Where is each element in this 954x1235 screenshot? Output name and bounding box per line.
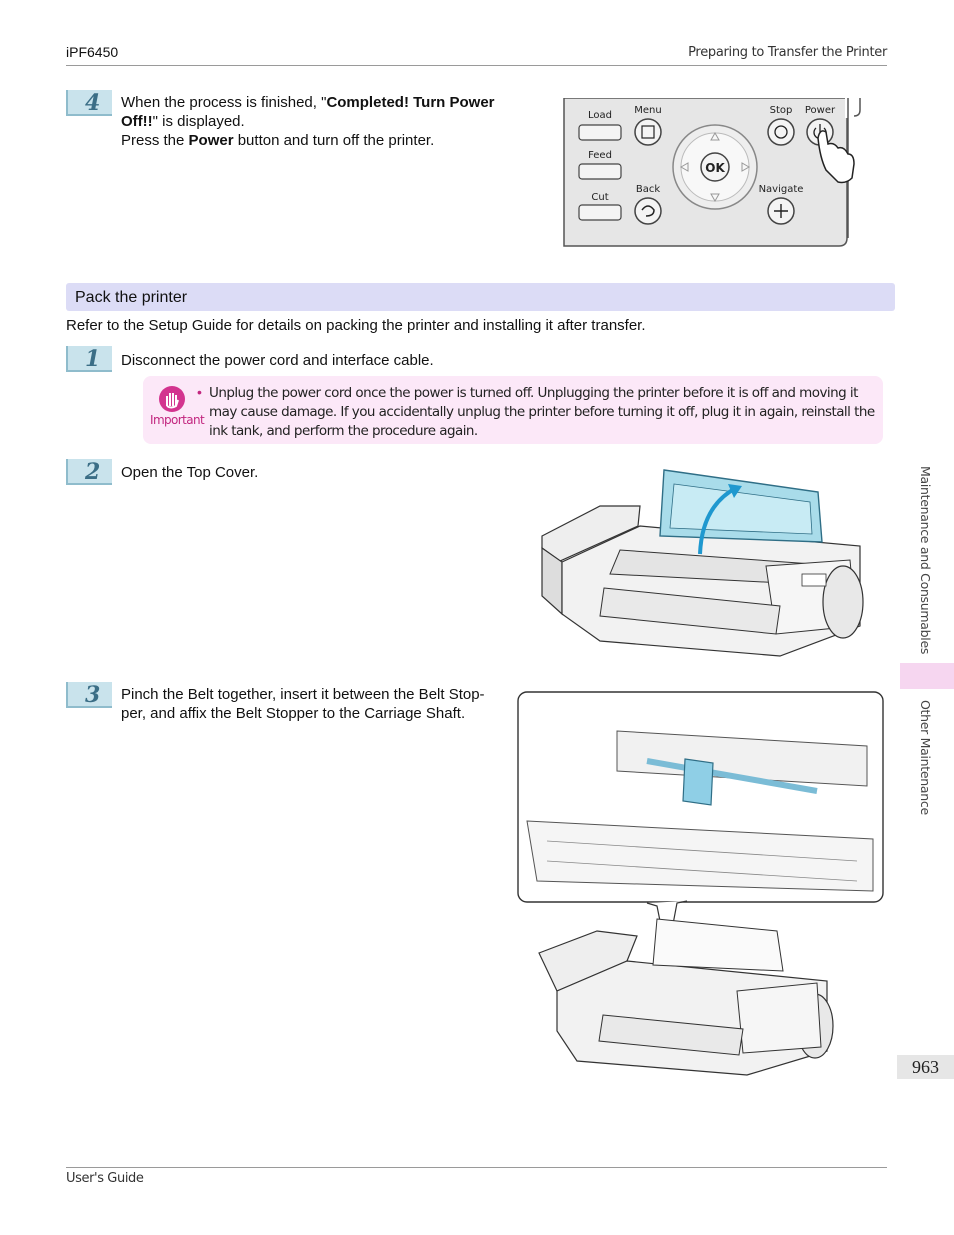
label-load: Load [588, 110, 612, 121]
back-icon [641, 205, 655, 217]
menu-icon [641, 125, 655, 139]
step-3-number: 3 [66, 682, 112, 708]
label-navigate: Navigate [759, 184, 804, 195]
step-1-number: 1 [66, 346, 112, 372]
stop-button [767, 118, 795, 146]
sidebar-tab-maintenance[interactable]: Maintenance and Consumables [918, 466, 938, 656]
footer-title: User's Guide [66, 1171, 144, 1186]
important-text: Unplug the power cord once the power is … [209, 385, 875, 439]
control-panel-figure: Load Feed Cut Menu Back OK Stop Power Na… [563, 98, 869, 247]
step-4-number: 4 [66, 90, 112, 116]
cut-button [578, 204, 622, 221]
sidebar-tab-other-maintenance[interactable]: Other Maintenance [918, 700, 938, 820]
header-rule [66, 65, 887, 66]
header-model: iPF6450 [66, 44, 119, 60]
label-ok: OK [705, 161, 725, 175]
important-note: Important • Unplug the power cord once t… [143, 376, 883, 444]
step-3-text: Pinch the Belt together, insert it betwe… [121, 686, 485, 722]
label-menu: Menu [634, 105, 661, 116]
important-label: Important [150, 413, 205, 427]
label-feed: Feed [588, 150, 612, 161]
sidebar-tab-other-maintenance-label: Other Maintenance [918, 700, 933, 815]
important-hand-icon [159, 386, 185, 412]
left-arrow-icon [679, 162, 689, 172]
label-back: Back [636, 184, 660, 195]
section-title: Pack the printer [75, 289, 188, 306]
step-1-text: Disconnect the power cord and interface … [121, 352, 434, 369]
section-intro: Refer to the Setup Guide for details on … [66, 317, 646, 334]
right-arrow-icon [741, 162, 751, 172]
printer-open-cover-figure [541, 469, 864, 657]
belt-stopper-figure [517, 691, 884, 1076]
load-button [578, 124, 622, 141]
back-button [634, 197, 662, 225]
feed-button [578, 163, 622, 180]
label-stop: Stop [770, 105, 793, 116]
sidebar-tab-maintenance-label: Maintenance and Consumables [918, 466, 933, 655]
step-2-number: 2 [66, 459, 112, 485]
header-section: Preparing to Transfer the Printer [688, 45, 887, 60]
navigate-icon [774, 204, 788, 218]
step-4-text: When the process is finished, "Completed… [121, 94, 495, 149]
up-arrow-icon [710, 131, 720, 141]
important-bullet: • [197, 384, 202, 400]
footer-rule [66, 1167, 887, 1168]
label-cut: Cut [591, 192, 608, 203]
step-2-text: Open the Top Cover. [121, 464, 259, 481]
section-bar: Pack the printer [66, 283, 895, 311]
pointing-hand-icon [817, 130, 855, 184]
ok-button [700, 152, 730, 182]
stop-icon [774, 125, 788, 139]
menu-button [634, 118, 662, 146]
page-number: 963 [897, 1055, 954, 1079]
down-arrow-icon [710, 193, 720, 203]
label-power: Power [805, 105, 836, 116]
sidebar-current-marker [900, 663, 954, 689]
